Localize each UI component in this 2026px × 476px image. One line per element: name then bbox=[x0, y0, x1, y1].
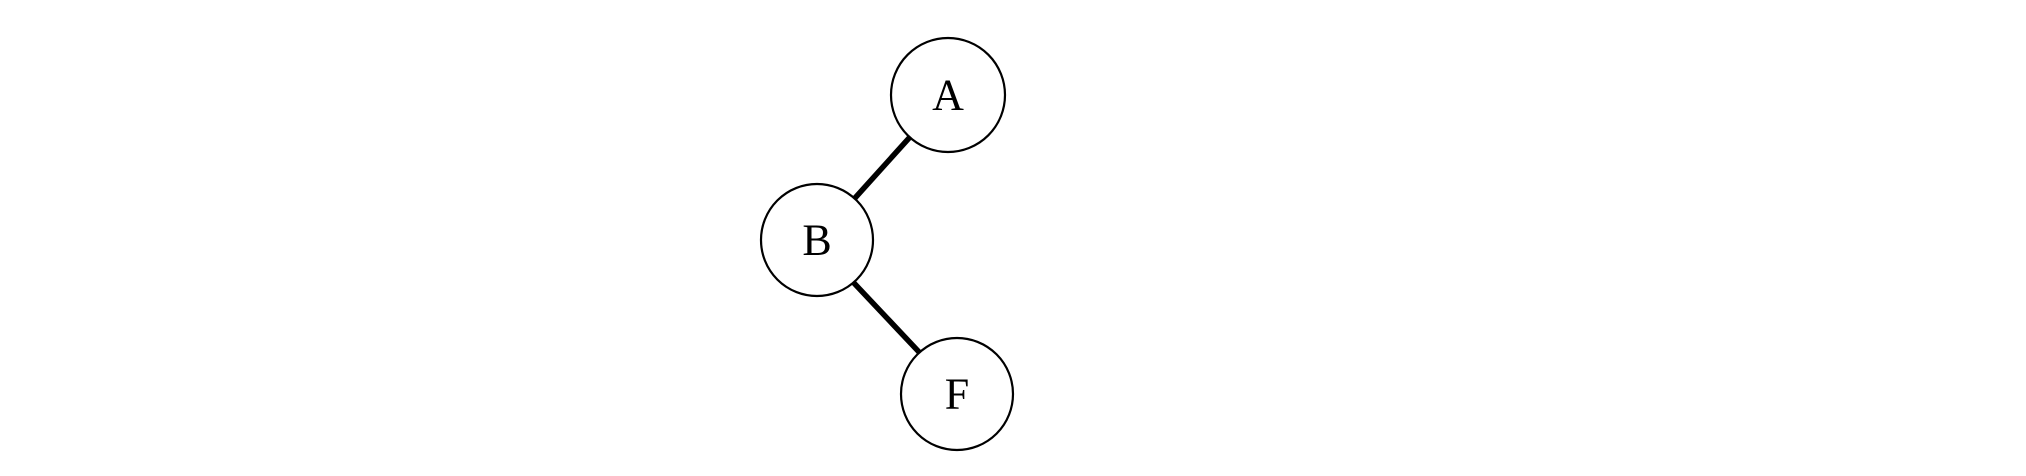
edge-layer bbox=[850, 135, 922, 354]
node-circle-a[interactable] bbox=[889, 36, 1007, 154]
graph-node-f[interactable]: F bbox=[899, 336, 1015, 452]
node-circle-b[interactable] bbox=[759, 182, 875, 298]
node-label-a: A bbox=[932, 71, 964, 120]
graph-edge-b-a[interactable] bbox=[852, 135, 913, 200]
node-circle-f[interactable] bbox=[899, 336, 1015, 452]
graph-node-b[interactable]: B bbox=[759, 182, 875, 298]
node-label-f: F bbox=[945, 370, 969, 419]
graph-edge-b-f[interactable] bbox=[850, 280, 922, 354]
node-label-b: B bbox=[802, 216, 831, 265]
node-layer: A B F bbox=[759, 36, 1015, 452]
graph-node-a[interactable]: A bbox=[889, 36, 1007, 154]
